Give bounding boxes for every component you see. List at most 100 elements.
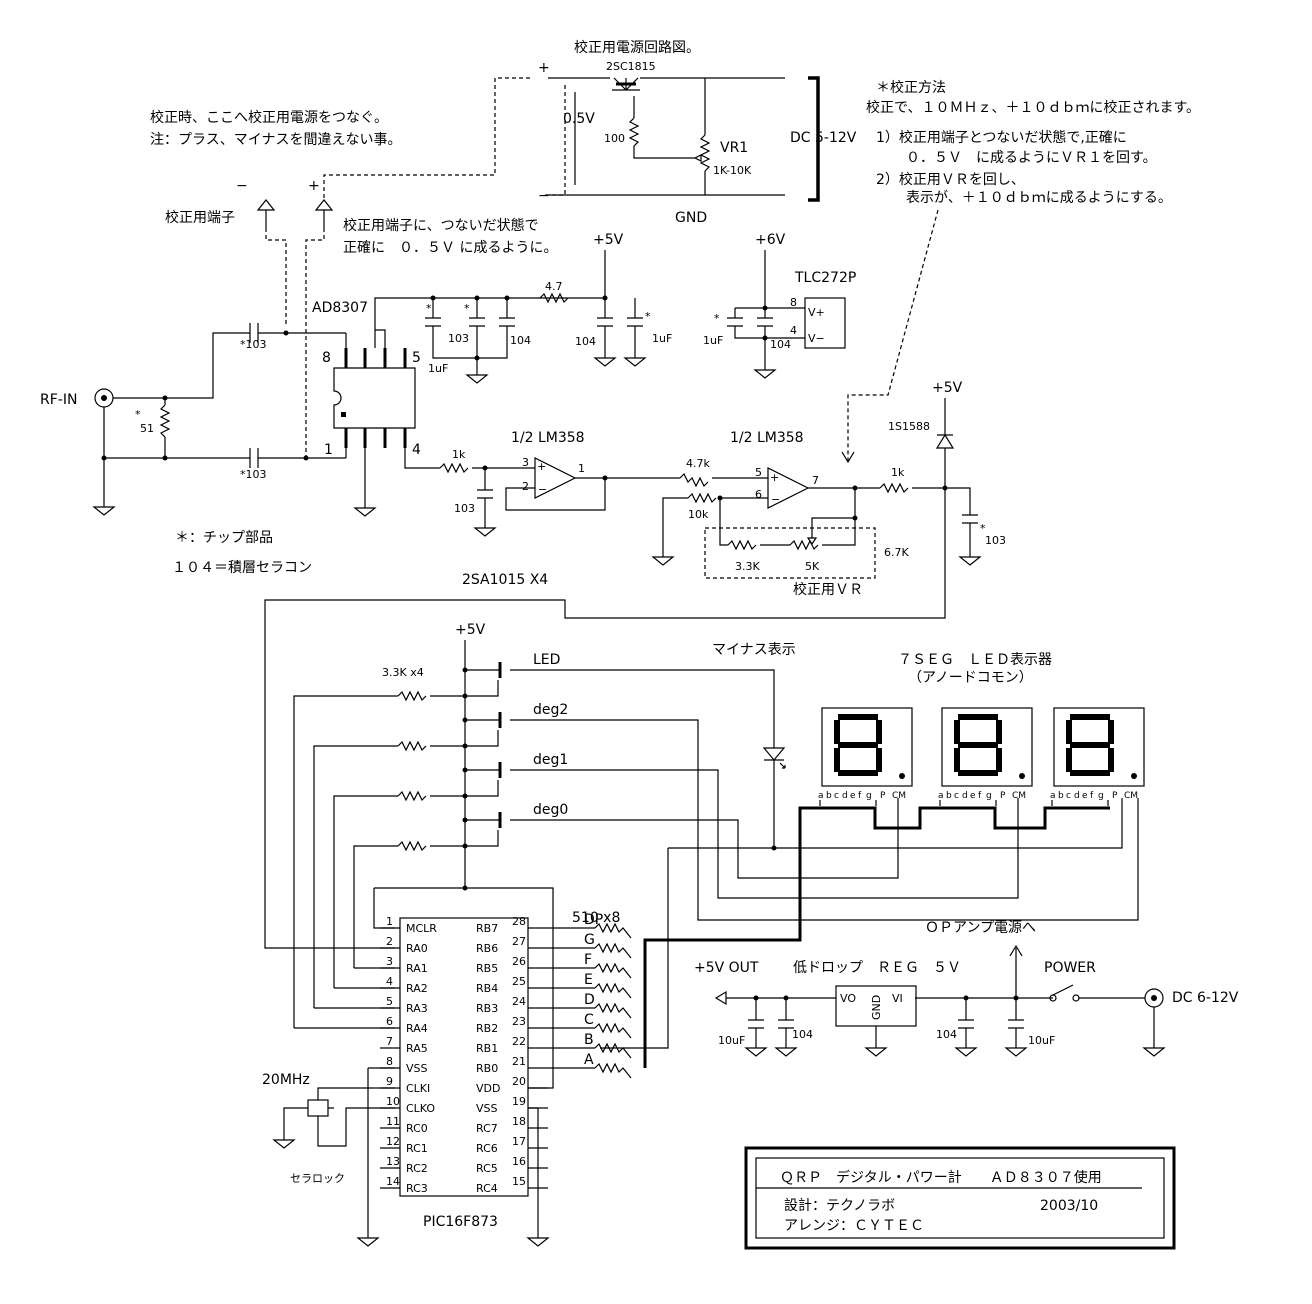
c10uf-a-label: 10uF bbox=[718, 1034, 745, 1047]
pic-pin-num-right: 25 bbox=[512, 975, 526, 988]
pic-chip bbox=[399, 917, 529, 1197]
r510-x8-label: 510 x8 bbox=[572, 910, 620, 926]
method-line-5: 表示が、＋１０ｄｂｍに成るようにする。 bbox=[906, 190, 1172, 206]
pic-pin-name-right: RB5 bbox=[476, 962, 498, 975]
terminal-note-1: 校正用端子に、つないだ状態で bbox=[343, 217, 539, 234]
method-line-3: ０．５Ｖ に成るようにＶＲ１を回す。 bbox=[906, 150, 1157, 166]
pic-pin-num-left: 6 bbox=[386, 1015, 393, 1028]
method-line-1: 校正で、１０ＭＨｚ、＋１０ｄｂｍに校正されます。 bbox=[866, 99, 1200, 116]
ad8307-pin5: 5 bbox=[412, 350, 421, 366]
chip-note: ＊：チップ部品 bbox=[175, 530, 273, 546]
seg-line-label: DP bbox=[584, 912, 603, 928]
calib-vr-box bbox=[704, 527, 876, 579]
ad8307-pin1: 1 bbox=[324, 442, 333, 458]
title-block-design: 設計：テクノラボ bbox=[784, 1198, 895, 1214]
minus-mark: − bbox=[538, 188, 550, 204]
c1uf-c-label: 1uF bbox=[703, 334, 723, 347]
segment-bus bbox=[643, 806, 1110, 1068]
c104-d-label: 104 bbox=[792, 1028, 813, 1041]
c-star-5: * bbox=[980, 522, 986, 535]
pic-pin-name-right: RC7 bbox=[476, 1122, 498, 1135]
r47-label: 4.7 bbox=[545, 280, 563, 293]
c104-a-label: 104 bbox=[510, 334, 531, 347]
r1k-b-label: 1k bbox=[891, 466, 905, 479]
ad8307-chip: AD8307 8 5 1 4 bbox=[312, 297, 605, 517]
lm358-b-plus: + bbox=[770, 471, 779, 484]
c103-a-label: *103 bbox=[240, 338, 267, 351]
pic-pin-name-left: RA5 bbox=[406, 1042, 428, 1055]
deg2-label: deg2 bbox=[533, 702, 568, 718]
seg-pin-label: P bbox=[1112, 791, 1118, 801]
title-block-date: 2003/10 bbox=[1040, 1198, 1098, 1214]
xtal-label: 20MHz bbox=[262, 1072, 310, 1088]
rf-input-section: RF-IN * 51 *103 *103 bbox=[40, 323, 346, 516]
seg-line-label: C bbox=[584, 1012, 594, 1028]
pic-pin-name-left: MCLR bbox=[406, 922, 437, 935]
c-star-4: * bbox=[714, 312, 720, 325]
v5-a-label: +5V bbox=[593, 232, 624, 248]
seg-pin-label: a bbox=[1050, 791, 1056, 801]
lm358-amplifier: 4.7k 1/2 LM358 + − 5 6 7 10k 3.3K 5K 6.7… bbox=[264, 380, 1006, 949]
power-switch-icon[interactable] bbox=[1052, 984, 1074, 996]
terminal-note-2: 正確に ０．５Ｖ に成るように。 bbox=[343, 240, 557, 256]
calibration-notes: 校正時、ここへ校正用電源をつなぐ。 注：プラス、マイナスを間違えない事。 − +… bbox=[150, 109, 557, 456]
seg-pin-label: P bbox=[880, 791, 886, 801]
pic-pin-num-right: 20 bbox=[512, 1075, 526, 1088]
c-star-3: * bbox=[645, 310, 651, 323]
pic-pin-num-left: 1 bbox=[386, 915, 393, 928]
tlc272p-supply: +6V TLC272P V+ V− 8 4 * 1uF 104 bbox=[703, 232, 856, 379]
lm358-a-pin1: 1 bbox=[578, 462, 585, 475]
pic-pin-num-left: 11 bbox=[386, 1115, 400, 1128]
lm358-b-label: 1/2 LM358 bbox=[730, 430, 804, 446]
method-line-4: 2）校正用ＶＲを回し、 bbox=[876, 171, 1025, 188]
seg-subtitle: （アノードコモン） bbox=[908, 670, 1033, 686]
pic-pin-num-right: 15 bbox=[512, 1175, 526, 1188]
q-2sc1815-label: 2SC1815 bbox=[606, 60, 656, 73]
calib-circuit-title: 校正用電源回路図。 bbox=[574, 39, 700, 56]
seg-pin-label: b bbox=[826, 791, 832, 801]
seg-line-label: F bbox=[584, 952, 592, 968]
pic-pin-name-right: RB1 bbox=[476, 1042, 498, 1055]
dc-5-12-label: DC 5-12V bbox=[790, 130, 857, 146]
pic-pin-name-right: RB0 bbox=[476, 1062, 498, 1075]
gnd-label: GND bbox=[675, 210, 707, 226]
tlc272p-chip bbox=[804, 297, 846, 349]
title-block-arrange: アレンジ：ＣＹＴＥＣ bbox=[784, 1218, 924, 1234]
c1uf-b-label: 1uF bbox=[652, 332, 672, 345]
tlc-vminus: V− bbox=[808, 332, 825, 345]
c-star-1: * bbox=[426, 302, 432, 315]
plus-mark: + bbox=[538, 60, 550, 76]
terminal-label: 校正用端子 bbox=[165, 209, 235, 226]
pic-pin-num-right: 16 bbox=[512, 1155, 526, 1168]
pic-pin-num-right: 26 bbox=[512, 955, 526, 968]
tlc272p-label: TLC272P bbox=[794, 270, 856, 286]
pic-pin-num-left: 3 bbox=[386, 955, 393, 968]
ad8307-pin8: 8 bbox=[322, 350, 331, 366]
pic-pin-name-right: RB3 bbox=[476, 1002, 498, 1015]
pic-pin-num-right: 18 bbox=[512, 1115, 526, 1128]
terminal-minus: − bbox=[236, 178, 248, 194]
r33k-x4-label: 3.3K x4 bbox=[382, 666, 424, 679]
pic-pin-num-left: 9 bbox=[386, 1075, 393, 1088]
seg-pin-label: a bbox=[818, 791, 824, 801]
pic-pin-num-left: 4 bbox=[386, 975, 393, 988]
pic-pin-num-left: 12 bbox=[386, 1135, 400, 1148]
title-block-title: ＱＲＰ デジタル・パワー計 ＡＤ８３０７使用 bbox=[780, 1169, 1102, 1186]
tlc-vplus: V+ bbox=[808, 306, 825, 319]
reg-vi: VI bbox=[892, 992, 903, 1005]
pic-pin-num-left: 5 bbox=[386, 995, 393, 1008]
pic-pin-num-right: 23 bbox=[512, 1015, 526, 1028]
pic-pin-num-right: 19 bbox=[512, 1095, 526, 1108]
ad8307-supply: * * 103 104 1uF 4.7 +5V 104 * 1uF bbox=[425, 232, 672, 384]
terminal-plus: + bbox=[308, 178, 320, 194]
pic-pin-name-right: VDD bbox=[476, 1082, 500, 1095]
calibration-method: ＊校正方法 校正で、１０ＭＨｚ、＋１０ｄｂｍに校正されます。 1）校正用端子とつ… bbox=[841, 79, 1200, 464]
method-title: ＊校正方法 bbox=[876, 79, 946, 96]
r33k-label: 3.3K bbox=[735, 560, 760, 573]
pic-label: PIC16F873 bbox=[423, 1214, 498, 1230]
pic-pin-name-left: RA2 bbox=[406, 982, 428, 995]
lm358-buffer: 1k 103 1/2 LM358 + − 3 2 1 bbox=[439, 430, 680, 537]
regulator-section: +5V OUT 低ドロップ ＲＥＧ ５Ｖ ＯＰアンプ電源へ POWER DC 6… bbox=[694, 920, 1239, 1057]
vr1-label: VR1 bbox=[720, 140, 748, 156]
